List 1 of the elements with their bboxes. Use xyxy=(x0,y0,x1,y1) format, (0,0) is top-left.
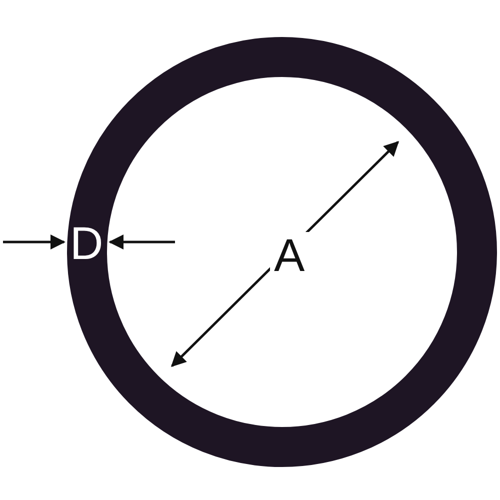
dimension-label: D xyxy=(70,220,104,266)
